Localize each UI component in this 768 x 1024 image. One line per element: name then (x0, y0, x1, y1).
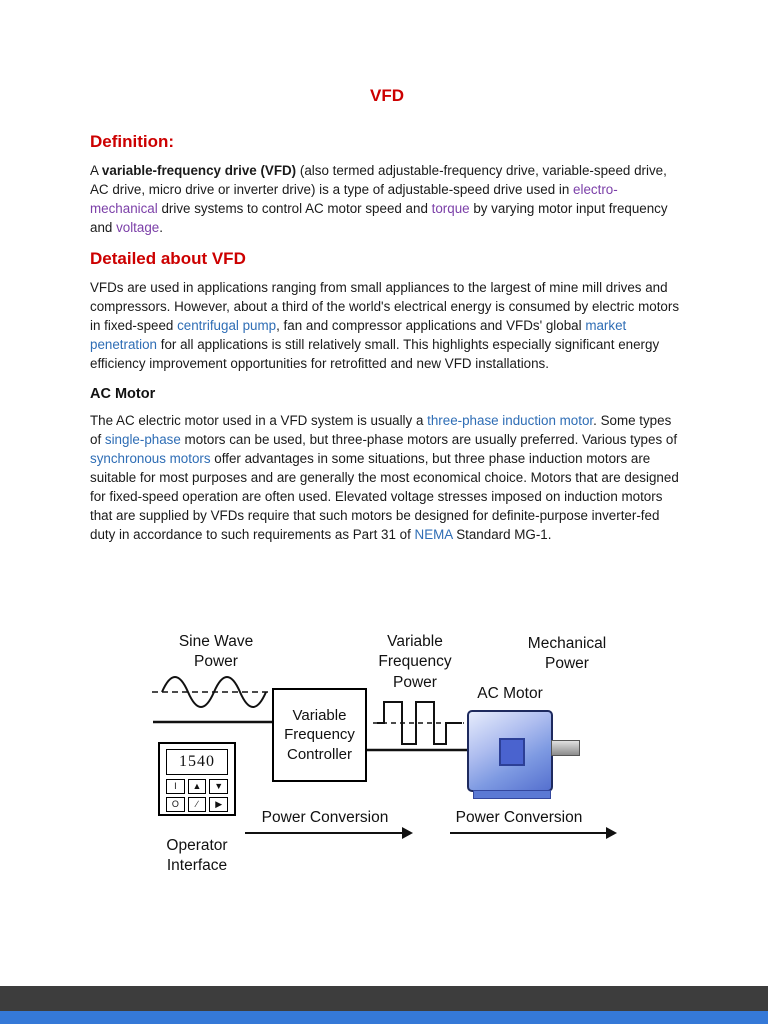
operator-display: 1540 (166, 749, 228, 775)
text-segment: . Some types of (90, 413, 672, 447)
inline-link[interactable]: NEMA (414, 527, 453, 542)
text-segment: Standard MG-1. (452, 527, 552, 542)
motor-base (473, 790, 551, 799)
inline-link[interactable]: electro-mechanical (90, 182, 618, 216)
inline-link[interactable]: centrifugal pump (177, 318, 277, 333)
text-segment: The AC electric motor used in a VFD syst… (90, 413, 428, 428)
sine-wave-icon (152, 676, 276, 708)
pwm-wave-icon (373, 701, 464, 745)
text-segment: (also termed adjustable-frequency drive,… (90, 163, 667, 197)
inline-link[interactable]: three-phase induction motor (427, 413, 594, 428)
keypad-key-stop: O (166, 797, 185, 812)
inline-link[interactable]: synchronous motors (90, 451, 211, 466)
paragraph-detailed: VFDs are used in applications ranging fr… (90, 278, 684, 373)
text-segment: for all applications is still relatively… (90, 337, 660, 371)
label-power-conversion-right: Power Conversion (455, 809, 583, 826)
doc-title: VFD (370, 86, 404, 105)
heading-definition: Definition: (90, 132, 175, 151)
inline-link[interactable]: single-phase (104, 432, 181, 447)
label-ac-motor: AC Motor (477, 685, 543, 702)
motor-core (499, 738, 525, 766)
controller-box: Variable Frequency Controller (272, 688, 367, 782)
power-conversion-arrow-right (450, 827, 617, 839)
keypad-key-run: ▶ (209, 797, 228, 812)
ac-motor-graphic (467, 710, 553, 792)
label-power-conversion-left: Power Conversion (261, 809, 389, 826)
operator-keypad: I ▲ ▼ O ∕ ▶ (166, 779, 228, 812)
vfd-diagram: Sine Wave Power Variable Frequency Power… (90, 630, 680, 886)
text-segment: motors can be used, but three-phase moto… (180, 432, 678, 447)
keypad-key-start: I (166, 779, 185, 794)
paragraph-ac-motor: The AC electric motor used in a VFD syst… (90, 411, 684, 544)
document-content: VFD Definition: A variable-frequency dri… (90, 86, 684, 544)
motor-shaft (551, 740, 580, 756)
power-conversion-arrow-left (245, 827, 413, 839)
next-page-top-edge (0, 1011, 768, 1024)
paragraph-definition: A variable-frequency drive (VFD) (also t… (90, 161, 684, 237)
text-segment: , fan and compressor applications and VF… (276, 318, 586, 333)
text-segment: offer advantages in some situations, but… (90, 451, 679, 542)
inline-link[interactable]: voltage (116, 220, 160, 235)
text-segment: by varying motor input frequency and (90, 201, 668, 235)
label-variable-frequency-power: Variable Frequency Power (378, 633, 452, 691)
text-segment: drive systems to control AC motor speed … (157, 201, 432, 216)
diagram-lines (152, 676, 617, 839)
label-sine-wave-power: Sine Wave Power (178, 633, 254, 671)
label-operator-interface: Operator Interface (166, 837, 228, 875)
keypad-key-slash: ∕ (187, 797, 207, 812)
text-segment: variable-frequency drive (VFD) (101, 163, 297, 178)
keypad-key-down: ▼ (209, 779, 228, 794)
text-segment: . (159, 220, 163, 235)
inline-link[interactable]: torque (431, 201, 470, 216)
page-gap (0, 986, 768, 1011)
heading-detailed-about-vfd: Detailed about VFD (90, 249, 246, 268)
text-segment: A (90, 163, 102, 178)
operator-interface-box: 1540 I ▲ ▼ O ∕ ▶ (158, 742, 236, 816)
text-segment: VFDs are used in applications ranging fr… (90, 280, 680, 333)
inline-link[interactable]: market penetration (90, 318, 627, 352)
heading-ac-motor: AC Motor (90, 386, 156, 402)
label-mechanical-power: Mechanical Power (527, 635, 607, 673)
keypad-key-up: ▲ (187, 779, 207, 794)
